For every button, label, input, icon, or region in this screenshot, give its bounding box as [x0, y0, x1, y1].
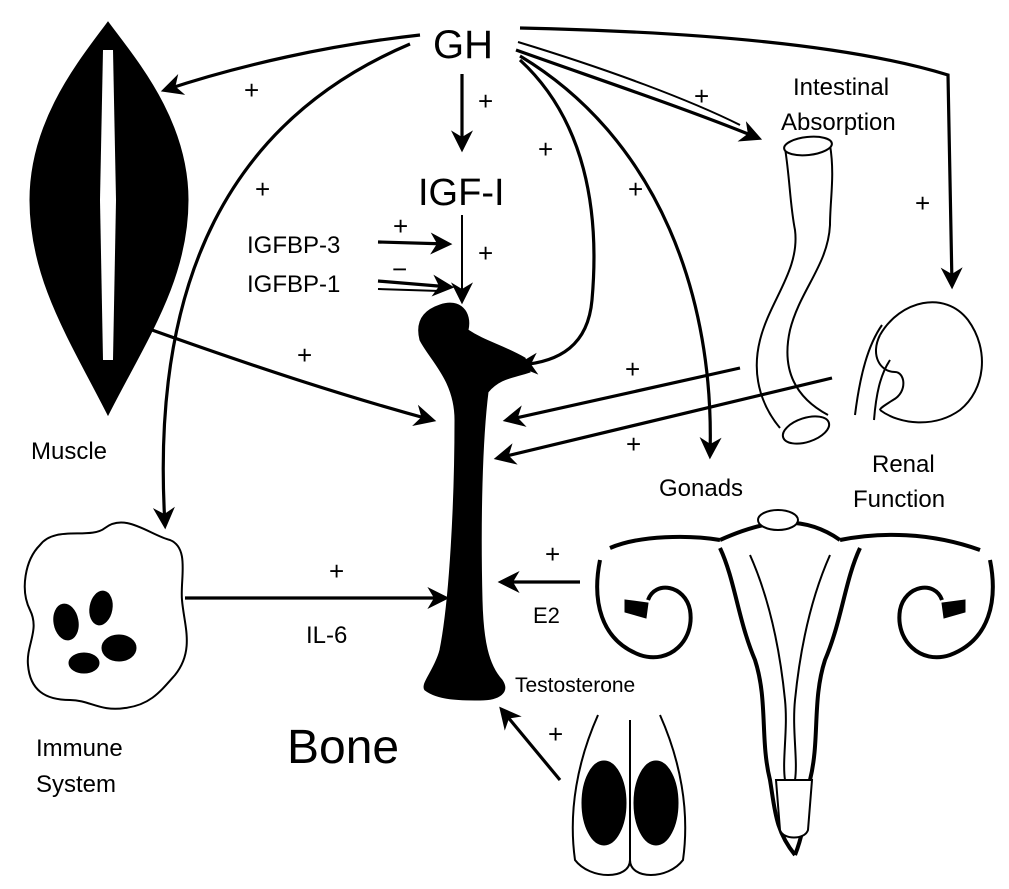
- plus-sign-gh-igf1: +: [478, 86, 493, 116]
- igf1-label: IGF-I: [418, 172, 505, 214]
- testes-icon: [573, 715, 685, 875]
- plus-sign-muscle-bone: +: [297, 340, 312, 370]
- plus-sign-gh-bone: +: [538, 134, 553, 164]
- igfbp3-label: IGFBP-3: [247, 232, 340, 259]
- kidney-icon: [855, 302, 982, 422]
- arrow-gh-to-muscle: [165, 35, 420, 90]
- arrow-gh-to-kidney: [520, 28, 952, 285]
- e2-label: E2: [533, 603, 560, 628]
- intestinal-label-line2: Absorption: [781, 109, 896, 136]
- plus-sign-testosterone: +: [548, 719, 563, 749]
- gonads-label: Gonads: [659, 475, 743, 502]
- il6-label: IL-6: [306, 622, 347, 649]
- plus-sign-gh-kidney: +: [915, 188, 930, 218]
- arrow-igfbp3-to-bone: [378, 242, 448, 244]
- intestinal-label-line1: Intestinal: [793, 74, 889, 101]
- plus-sign-il6: +: [329, 556, 344, 586]
- muscle-icon: [30, 22, 188, 415]
- bone-label: Bone: [287, 721, 399, 774]
- muscle-label: Muscle: [31, 438, 107, 465]
- immune-label-line2: System: [36, 771, 116, 798]
- intestine-icon: [757, 135, 833, 449]
- plus-sign-igf1-bone: +: [478, 238, 493, 268]
- igfbp1-label: IGFBP-1: [247, 271, 340, 298]
- plus-sign-e2: +: [545, 539, 560, 569]
- arrow-igfbp1-to-bone: [378, 281, 450, 291]
- immune-cell-icon: [25, 522, 187, 708]
- renal-label-line2: Function: [853, 486, 945, 513]
- gh-label: GH: [433, 23, 493, 67]
- immune-label-line1: Immune: [36, 735, 123, 762]
- plus-sign-intestine-bone: +: [625, 354, 640, 384]
- bone-icon: [419, 303, 530, 700]
- minus-sign-igfbp1: −: [392, 254, 407, 284]
- plus-sign-gh-intestine: +: [694, 81, 709, 111]
- arrow-muscle-to-bone: [152, 330, 432, 420]
- plus-sign-gh-gonads: +: [628, 174, 643, 204]
- arrow-intestine-to-bone: [507, 368, 740, 420]
- plus-sign-gh-muscle: +: [244, 75, 259, 105]
- arrow-kidney-to-bone: [498, 378, 832, 458]
- testosterone-label: Testosterone: [515, 674, 635, 697]
- plus-sign-gh-immune: +: [255, 174, 270, 204]
- arrow-gh-to-intestine: [516, 42, 758, 138]
- renal-label-line1: Renal: [872, 451, 935, 478]
- plus-sign-kidney-bone: +: [626, 429, 641, 459]
- plus-sign-igfbp3: +: [393, 211, 408, 241]
